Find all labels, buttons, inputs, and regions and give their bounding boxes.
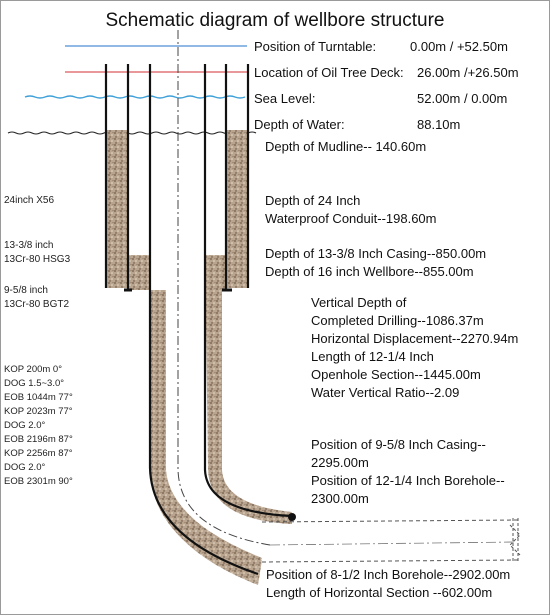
sea-level-value: 52.00m / 0.00m [417, 91, 508, 106]
casing-958-line: Position of 12-1/4 Inch Borehole-- [311, 473, 505, 488]
trajectory-item: EOB 1044m 77° [4, 392, 73, 403]
spec-958-b: 13Cr-80 BGT2 [4, 299, 70, 310]
rock-left-upper [106, 130, 128, 288]
mudline-annotation: Depth of Mudline-- 140.60m [265, 139, 427, 154]
completion-line: Horizontal Displacement--2270.94m [311, 331, 519, 346]
casing-958-shoe [288, 513, 296, 521]
rock-right-lower [205, 255, 292, 524]
completion-line: Vertical Depth of [311, 295, 407, 310]
completion-line: Length of 12-1/4 Inch [311, 349, 434, 364]
mudline-line [7, 131, 257, 135]
spec-1338-a: 13-3/8 inch [4, 240, 54, 251]
completion-line: Openhole Section--1445.00m [311, 367, 481, 382]
trajectory-item: EOB 2301m 90° [4, 476, 73, 487]
turntable-label: Position of Turntable: [254, 39, 377, 54]
turntable-value: 0.00m / +52.50m [410, 39, 508, 54]
casing-1338-annotation: Depth of 13-3/8 Inch Casing--850.00m [265, 246, 487, 261]
casing-958-line: 2295.00m [311, 455, 369, 470]
conduit-annotation-1: Depth of 24 Inch [265, 193, 361, 208]
spec-1338-b: 13Cr-80 HSG3 [4, 254, 71, 265]
sea-level-line [24, 95, 246, 99]
rock-right-upper [226, 130, 248, 288]
borehole-line: Length of Horizontal Section --602.00m [266, 585, 493, 600]
openhole-top [261, 519, 519, 523]
spec-958-a: 9-5/8 inch [4, 285, 48, 296]
openhole-bottom [261, 559, 519, 563]
casing-958-line: Position of 9-5/8 Inch Casing-- [311, 437, 486, 452]
conduit-annotation-2: Waterproof Conduit--198.60m [265, 211, 437, 226]
trajectory-item: DOG 2.0° [4, 462, 46, 473]
wellbore-16-annotation: Depth of 16 inch Wellbore--855.00m [265, 264, 474, 279]
trajectory-item: DOG 2.0° [4, 420, 46, 431]
sea-level-label: Sea Level: [254, 91, 316, 106]
trajectory-item: EOB 2196m 87° [4, 434, 73, 445]
trajectory-item: KOP 200m 0° [4, 364, 63, 375]
spec-24: 24inch X56 [4, 195, 55, 206]
completion-line: Water Vertical Ratio--2.09 [311, 385, 460, 400]
oil-tree-deck-value: 26.00m /+26.50m [417, 65, 519, 80]
well-centerline [177, 30, 271, 546]
completion-line: Completed Drilling--1086.37m [311, 313, 484, 328]
water-depth-value: 88.10m [417, 117, 461, 132]
casing-958-right [203, 64, 293, 518]
trajectory-item: KOP 2256m 87° [4, 448, 73, 459]
rock-bottom-band [128, 290, 262, 585]
casing-958-left [148, 64, 259, 576]
borehole-line: Position of 8-1/2 Inch Borehole--2902.00… [266, 567, 511, 582]
diagram-title: Schematic diagram of wellbore structure [105, 10, 445, 31]
casing-958-line: 2300.00m [311, 491, 369, 506]
trajectory-item: KOP 2023m 77° [4, 406, 73, 417]
water-depth-label: Depth of Water: [254, 117, 345, 132]
openhole-end [509, 518, 521, 563]
trajectory-item: DOG 1.5~3.0° [4, 378, 65, 389]
openhole-mid [269, 541, 516, 546]
oil-tree-deck-label: Location of Oil Tree Deck: [254, 65, 404, 80]
